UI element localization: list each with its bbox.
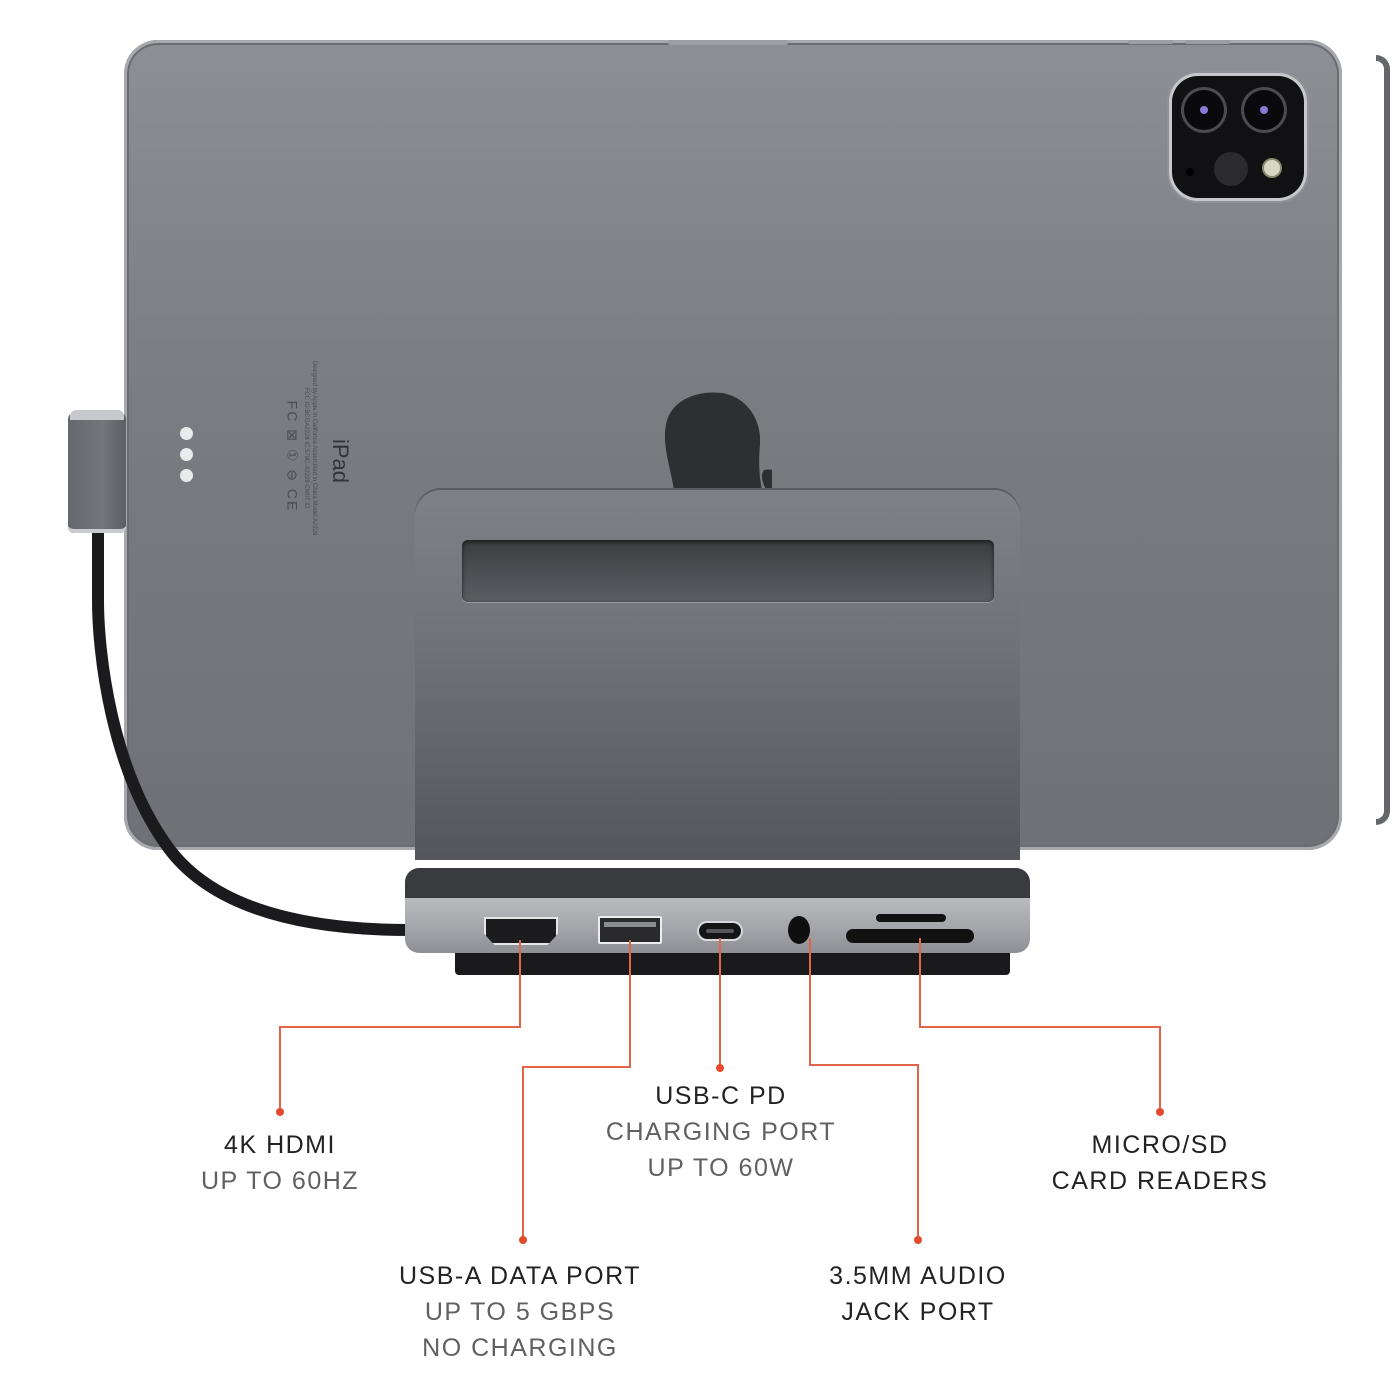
callout-hdmi: 4K HDMI UP TO 60HZ xyxy=(201,1127,359,1199)
hdmi-leader-dot xyxy=(276,1108,284,1116)
sd-leader-line xyxy=(1159,1026,1161,1112)
audio-leader-line xyxy=(809,938,811,1066)
usbc-leader-line xyxy=(719,938,721,1068)
usba-leader-line xyxy=(629,940,631,1068)
callout-title: 3.5MM AUDIO xyxy=(829,1262,1007,1290)
usba-leader-line xyxy=(522,1066,631,1068)
callout-sd: MICRO/SD CARD READERS xyxy=(1052,1127,1269,1199)
flash-icon xyxy=(1264,160,1280,176)
apple-logo-icon xyxy=(664,392,772,495)
regulatory-text: Designed by Apple in California Assemble… xyxy=(303,360,317,536)
callout-usba: USB-A DATA PORT UP TO 5 GBPS NO CHARGING xyxy=(399,1258,641,1366)
regulatory-marks: FC ⊠ ① ⊖ CE xyxy=(284,400,301,513)
ipad-wordmark: iPad xyxy=(328,438,354,484)
usbc-leader-dot xyxy=(716,1064,724,1072)
ipad-antenna-band xyxy=(1376,55,1390,825)
microphone-icon xyxy=(1186,168,1194,176)
camera-module xyxy=(1172,76,1304,198)
callout-detail: NO CHARGING xyxy=(422,1334,618,1362)
ultrawide-lens-icon xyxy=(1244,90,1284,130)
hdmi-leader-line xyxy=(279,1026,281,1112)
callout-detail: JACK PORT xyxy=(841,1298,995,1326)
usb-c-connector xyxy=(68,413,126,533)
hub-top xyxy=(405,868,1030,898)
usb-c-connector-tip xyxy=(70,410,124,420)
callout-title: 4K HDMI xyxy=(224,1131,336,1159)
callout-detail: UP TO 5 GBPS xyxy=(424,1298,616,1326)
microsd-slot xyxy=(876,914,946,922)
callout-title: USB-A DATA PORT xyxy=(399,1262,641,1290)
audio-leader-line xyxy=(809,1064,919,1066)
callout-detail: UP TO 60W xyxy=(647,1154,795,1182)
usba-leader-dot xyxy=(519,1236,527,1244)
hdmi-port xyxy=(484,917,558,945)
hdmi-leader-line xyxy=(279,1026,521,1028)
smart-connector-pin xyxy=(180,448,193,461)
smart-connector xyxy=(180,427,194,490)
callout-detail: UP TO 60HZ xyxy=(200,1167,360,1195)
stand-slot xyxy=(462,540,994,602)
callout-audio: 3.5MM AUDIO JACK PORT xyxy=(829,1258,1007,1330)
lidar-icon xyxy=(1214,152,1248,186)
audio-leader-dot xyxy=(914,1236,922,1244)
hdmi-leader-line xyxy=(519,940,521,1028)
smart-connector-pin xyxy=(180,427,193,440)
smart-connector-pin xyxy=(180,469,193,482)
callout-usbc: USB-C PD CHARGING PORT UP TO 60W xyxy=(606,1078,836,1186)
hub-base xyxy=(455,953,1010,975)
ipad-volume-up xyxy=(1128,40,1173,44)
ipad-top-button xyxy=(668,40,788,45)
sd-slot xyxy=(846,929,974,943)
sd-leader-line xyxy=(919,1026,1161,1028)
usba-leader-line xyxy=(522,1066,524,1240)
wide-lens-icon xyxy=(1184,90,1224,130)
callout-title: USB-C PD xyxy=(655,1082,787,1110)
usb-c-cable xyxy=(92,520,416,936)
callout-detail: CHARGING PORT xyxy=(605,1118,837,1146)
ipad-volume-down xyxy=(1185,40,1230,44)
sd-leader-dot xyxy=(1156,1108,1164,1116)
audio-jack-port xyxy=(788,916,810,944)
callout-detail: CARD READERS xyxy=(1051,1167,1269,1195)
callout-title: MICRO/SD xyxy=(1091,1131,1229,1159)
audio-leader-line xyxy=(917,1064,919,1240)
sd-leader-line xyxy=(919,938,921,1028)
